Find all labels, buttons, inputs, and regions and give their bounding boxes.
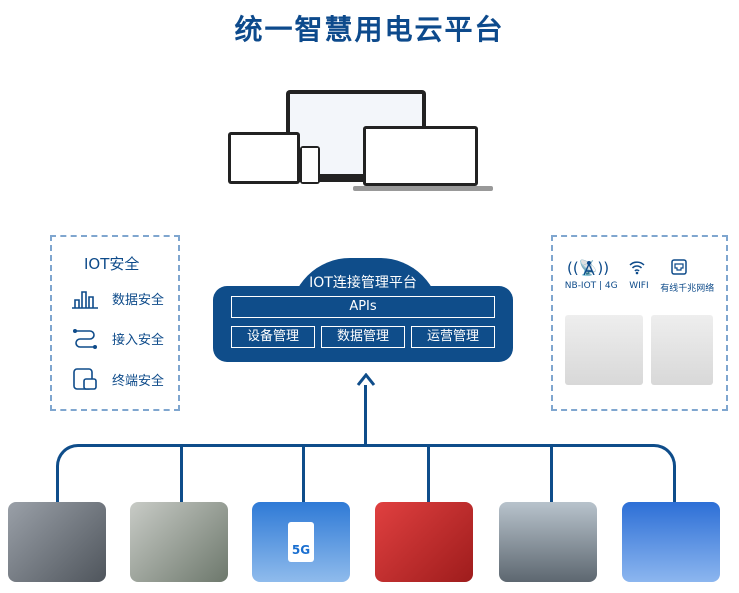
security-title: IOT安全 bbox=[84, 255, 140, 273]
photo-hvac-units bbox=[499, 502, 597, 582]
laptop-right-image bbox=[363, 126, 478, 186]
connector bbox=[180, 444, 183, 504]
apis-box: APIs bbox=[231, 296, 495, 318]
security-item: 数据安全 bbox=[70, 287, 164, 309]
breaker-image bbox=[651, 315, 713, 385]
photo-breaker-panel bbox=[130, 502, 228, 582]
connectivity-label: NB-IOT | 4G bbox=[564, 281, 618, 291]
security-item-label: 终端安全 bbox=[112, 373, 165, 389]
module-device-management: 设备管理 bbox=[231, 326, 315, 348]
antenna-icon: ((📡)) bbox=[567, 259, 610, 277]
module-operations-management: 运营管理 bbox=[411, 326, 495, 348]
phone-image bbox=[300, 146, 320, 184]
connectivity-item: ((📡)) bbox=[567, 259, 610, 277]
iot-platform-panel: APIs 设备管理 数据管理 运营管理 bbox=[213, 286, 513, 362]
bar-chart-icon bbox=[72, 291, 98, 309]
arrow-up-icon bbox=[356, 373, 376, 386]
devices-illustration bbox=[228, 88, 493, 193]
photo-5g-pole: 5G bbox=[252, 502, 350, 582]
arrow-shaft bbox=[364, 385, 367, 445]
bus-line bbox=[56, 444, 676, 504]
wifi-icon bbox=[629, 261, 645, 275]
device-icon bbox=[73, 368, 97, 390]
laptop-base bbox=[353, 186, 493, 191]
breaker-image bbox=[565, 315, 643, 385]
connector bbox=[302, 444, 305, 504]
connector bbox=[427, 444, 430, 504]
connectivity-panel: ((📡)) NB-IOT | 4G WIFI 有线千兆网络 bbox=[551, 235, 728, 411]
photo-switchgear bbox=[8, 502, 106, 582]
module-data-management: 数据管理 bbox=[321, 326, 405, 348]
security-item-label: 接入安全 bbox=[112, 332, 165, 348]
5g-sign: 5G bbox=[288, 522, 314, 562]
iot-security-panel: IOT安全 数据安全 接入安全 终端安全 bbox=[50, 235, 180, 411]
page-title: 统一智慧用电云平台 bbox=[234, 13, 505, 46]
link-icon bbox=[73, 329, 97, 349]
security-item: 接入安全 bbox=[70, 327, 164, 349]
laptop-left-image bbox=[228, 132, 300, 184]
security-item-label: 数据安全 bbox=[112, 292, 165, 308]
platform-title: IOT连接管理平台 bbox=[309, 275, 417, 291]
connectivity-label: WIFI bbox=[629, 281, 649, 291]
photo-fire-cabinet bbox=[375, 502, 473, 582]
connector bbox=[550, 444, 553, 504]
photo-cell-tower bbox=[622, 502, 720, 582]
ethernet-icon bbox=[671, 259, 687, 275]
connectivity-label: 有线千兆网络 bbox=[660, 284, 715, 294]
antenna-icon bbox=[583, 261, 595, 275]
security-item: 终端安全 bbox=[70, 367, 164, 391]
